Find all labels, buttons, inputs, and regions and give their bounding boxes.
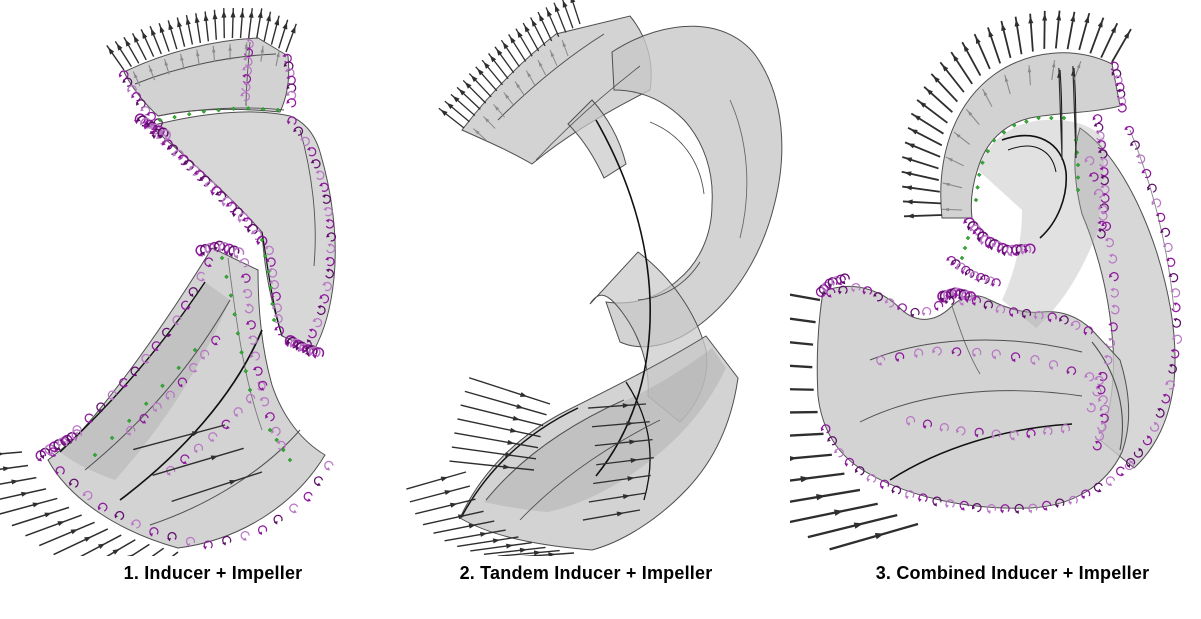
flow-arrows bbox=[0, 7, 297, 556]
panel-caption: 3. Combined Inducer + Impeller bbox=[875, 563, 1150, 583]
geometry-canvas-combined bbox=[790, 10, 1183, 551]
panel-tandem-inducer-impeller: 2. Tandem Inducer + Impeller bbox=[400, 0, 790, 619]
surface-geometry bbox=[459, 15, 783, 551]
flow-arrows bbox=[406, 0, 654, 556]
panel-caption: 1. Inducer + Impeller bbox=[123, 563, 303, 583]
geometry-canvas-inducer-impeller bbox=[0, 7, 337, 556]
rotation-constraint-markers bbox=[35, 38, 337, 550]
node-markers bbox=[959, 115, 1081, 261]
flow-arrows bbox=[790, 10, 1132, 551]
panel-caption: 2. Tandem Inducer + Impeller bbox=[459, 563, 713, 583]
panel-inducer-impeller: 1. Inducer + Impeller bbox=[0, 0, 400, 619]
surface-geometry bbox=[47, 37, 336, 549]
panel-combined-inducer-impeller: 3. Combined Inducer + Impeller bbox=[790, 0, 1201, 619]
node-markers bbox=[92, 106, 293, 463]
rotation-constraint-markers bbox=[815, 61, 1183, 514]
geometry-canvas-tandem bbox=[406, 0, 783, 556]
